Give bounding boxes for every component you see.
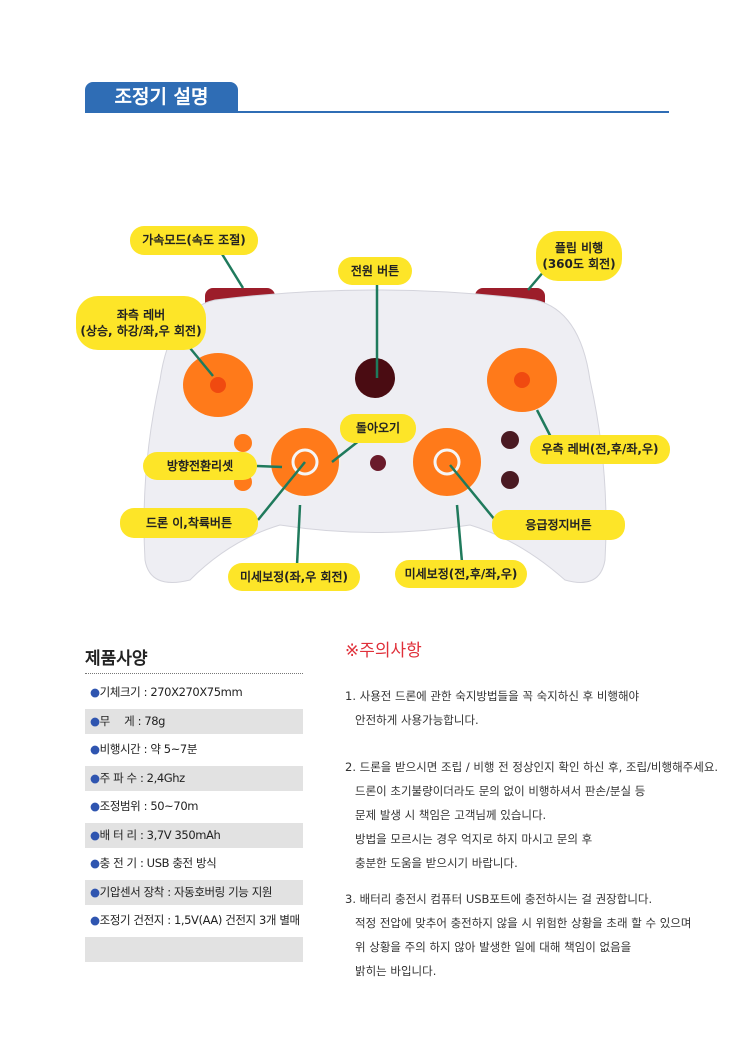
notes-title: ※주의사항: [345, 641, 422, 661]
bullet-icon: ●: [90, 799, 100, 813]
label-speed-mode: 가속모드(속도 조절): [130, 226, 258, 255]
note-line: 안전하게 사용가능합니다.: [355, 713, 479, 727]
note-line: 드론이 초기불량이더라도 문의 없이 비행하셔서 판손/분실 등: [355, 784, 646, 798]
label-headless-reset: 방향전환리셋: [143, 452, 257, 480]
note-line: 위 상황을 주의 하지 않아 발생한 일에 대해 책임이 없음을: [355, 940, 632, 954]
label-flip: 플립 비행 (360도 회전): [536, 231, 622, 281]
bullet-icon: ●: [90, 685, 100, 699]
note-line: 문제 발생 시 책임은 고객님께 있습니다.: [355, 808, 547, 822]
label-takeoff-landing: 드론 이,착륙버튼: [120, 508, 258, 538]
spec-text: 기체크기 : 270X270X75mm: [99, 685, 243, 699]
label-emergency-stop: 응급정지버튼: [492, 510, 625, 540]
spec-row: ●비행시간 : 약 5~7분: [85, 737, 303, 762]
label-left-lever-line2: (상승, 하강/좌,우 회전): [80, 324, 202, 338]
label-left-lever-line1: 좌측 레버: [116, 307, 166, 322]
spec-row: [85, 936, 303, 962]
bullet-icon: ●: [90, 827, 100, 842]
note-line: 충분한 도움을 받으시기 바랍니다.: [355, 856, 518, 870]
spec-row: ●기압센서 장착 : 자동호버링 기능 지원: [85, 879, 303, 905]
spec-text: 조정범위 : 50~70m: [99, 799, 199, 813]
note-line: 밝히는 바입니다.: [355, 964, 437, 978]
spec-text: 조정기 건전지 : 1,5V(AA) 건전지 3개 별매: [99, 913, 300, 927]
bullet-icon: ●: [90, 884, 100, 899]
spec-row: ●무 게 : 78g: [85, 708, 303, 734]
section-title: 조정기 설명: [85, 82, 238, 113]
note-item: 3. 배터리 충전시 컴퓨터 USB포트에 충전하시는 걸 권장합니다. 적정 전…: [345, 887, 691, 983]
label-trim-rotate: 미세보정(좌,우 회전): [228, 563, 360, 591]
spec-text: 기압센서 장착 : 자동호버링 기능 지원: [99, 884, 273, 899]
spec-row: ●충 전 기 : USB 충전 방식: [85, 851, 303, 876]
label-trim-move: 미세보정(전,후/좌,우): [395, 560, 527, 588]
spec-text: 무 게 : 78g: [99, 713, 166, 728]
note-line: 3. 배터리 충전시 컴퓨터 USB포트에 충전하시는 걸 권장합니다.: [345, 892, 653, 906]
spec-row: ●조정범위 : 50~70m: [85, 794, 303, 819]
spec-text: 충 전 기 : USB 충전 방식: [99, 856, 217, 870]
spec-text: 주 파 수 : 2,4Ghz: [99, 770, 186, 785]
header-divider: [85, 111, 669, 113]
label-flip-line1: 플립 비행: [554, 240, 604, 255]
bullet-icon: ●: [90, 770, 100, 785]
label-return: 돌아오기: [340, 414, 416, 443]
bullet-icon: ●: [90, 913, 100, 927]
note-item: 2. 드론을 받으시면 조립 / 비행 전 정상인지 확인 하신 후, 조립/비…: [345, 755, 718, 875]
spec-row: ●조정기 건전지 : 1,5V(AA) 건전지 3개 별매: [85, 908, 303, 933]
label-left-lever: 좌측 레버 (상승, 하강/좌,우 회전): [76, 296, 206, 350]
bullet-icon: ●: [90, 742, 100, 756]
spec-text: 비행시간 : 약 5~7분: [99, 742, 198, 756]
specs-title: 제품사양: [85, 649, 148, 669]
spec-text: 배 터 리 : 3,7V 350mAh: [99, 827, 221, 842]
spec-row: ●기체크기 : 270X270X75mm: [85, 680, 303, 705]
note-line: 방법을 모르시는 경우 억지로 하지 마시고 문의 후: [355, 832, 593, 846]
note-line: 적정 전압에 맞추어 충전하지 않을 시 위험한 상황을 초래 할 수 있으며: [355, 916, 692, 930]
label-right-lever: 우측 레버(전,후/좌,우): [530, 435, 670, 464]
bullet-icon: ●: [90, 856, 100, 870]
spec-row: ●배 터 리 : 3,7V 350mAh: [85, 822, 303, 848]
spec-row: ●주 파 수 : 2,4Ghz: [85, 765, 303, 791]
note-line: 1. 사용전 드론에 관한 숙지방법들을 꼭 숙지하신 후 비행해야: [345, 689, 640, 703]
specs-divider: [85, 673, 303, 674]
label-flip-line2: (360도 회전): [542, 257, 616, 271]
note-line: 2. 드론을 받으시면 조립 / 비행 전 정상인지 확인 하신 후, 조립/비…: [345, 760, 719, 774]
label-power-button: 전원 버튼: [338, 257, 412, 285]
bullet-icon: ●: [90, 713, 100, 728]
